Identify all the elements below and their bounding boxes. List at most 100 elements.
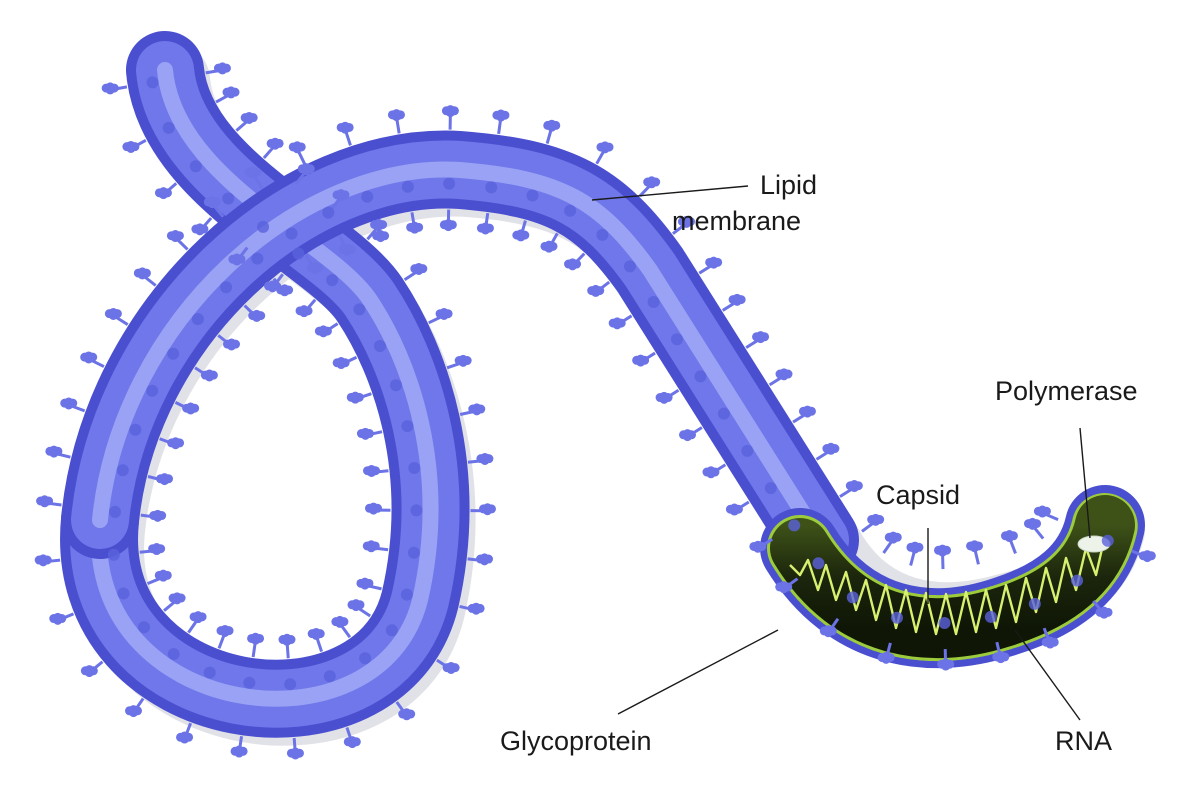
- surface-bump: [322, 206, 335, 219]
- surface-bump: [623, 260, 636, 273]
- glycoprotein-spike: [587, 280, 611, 297]
- surface-bump: [167, 648, 180, 661]
- glycoprotein-spike: [125, 697, 145, 718]
- glycoprotein-spike: [937, 648, 955, 671]
- glycoprotein-spike: [698, 256, 723, 275]
- glycoprotein-spike: [101, 82, 128, 95]
- glycoprotein-spike: [492, 109, 510, 135]
- glycoprotein-spike: [166, 230, 189, 251]
- glycoprotein-spike: [632, 351, 656, 367]
- glycoprotein-spike: [775, 577, 799, 594]
- glycoprotein-spike: [564, 252, 586, 271]
- surface-bump: [443, 177, 456, 190]
- glycoprotein-spike: [679, 426, 703, 442]
- glycoprotein-spike: [278, 633, 296, 659]
- glycoprotein-spike: [49, 612, 75, 625]
- glycoprotein-spike: [543, 119, 561, 144]
- label-polymerase: Polymerase: [995, 376, 1138, 406]
- surface-bump: [1028, 597, 1041, 610]
- glycoprotein-spike: [966, 540, 984, 565]
- glycoprotein-spike: [749, 537, 774, 553]
- glycoprotein-spike: [228, 246, 249, 266]
- glycoprotein-spike: [34, 554, 61, 567]
- glycoprotein-spike: [163, 592, 186, 612]
- surface-bump: [189, 160, 202, 173]
- glycoprotein-spike: [1033, 505, 1059, 522]
- surface-bump: [251, 252, 264, 265]
- surface-bump: [257, 220, 270, 233]
- glycoprotein-spike: [36, 495, 62, 508]
- surface-bump: [107, 548, 120, 561]
- surface-bump: [191, 313, 204, 326]
- glycoprotein-spike: [230, 736, 248, 758]
- glycoprotein-spike: [286, 737, 304, 760]
- label-rna: RNA: [1055, 726, 1112, 756]
- glycoprotein-spike: [203, 196, 225, 218]
- glycoprotein-spike: [247, 632, 265, 658]
- glycoprotein-spike: [459, 602, 485, 615]
- glycoprotein-spike: [725, 500, 750, 516]
- glycoprotein-spike: [140, 509, 167, 522]
- glycoprotein-spike: [470, 503, 496, 516]
- glycoprotein-spike: [1131, 549, 1156, 563]
- glycoprotein-spike: [307, 627, 325, 653]
- glycoprotein-spike: [512, 220, 530, 242]
- glycoprotein-spike: [295, 298, 317, 318]
- leader-lipid-membrane: [591, 185, 749, 201]
- glycoprotein-spike: [906, 541, 924, 566]
- glycoprotein-spike: [205, 62, 231, 75]
- surface-bump: [788, 519, 801, 532]
- leader-rna: [1014, 629, 1081, 721]
- surface-bump: [222, 192, 235, 205]
- label-glycoprotein: Glycoprotein: [500, 726, 652, 756]
- glycoprotein-spike: [217, 334, 241, 351]
- glycoprotein-spike: [372, 220, 390, 243]
- leader-polymerase: [1079, 427, 1091, 539]
- glycoprotein-spike: [839, 480, 863, 498]
- surface-bump: [361, 190, 374, 203]
- surface-bump: [109, 505, 122, 518]
- glycoprotein-spike: [992, 641, 1010, 664]
- glycoprotein-spike: [272, 277, 294, 297]
- surface-bump: [485, 181, 498, 194]
- glycoprotein-spikes: [34, 62, 1156, 760]
- glycoprotein-spike: [294, 163, 315, 185]
- glycoprotein-spike: [815, 442, 840, 461]
- glycoprotein-spike: [216, 624, 234, 649]
- glycoprotein-spike: [595, 141, 614, 165]
- surface-bump: [1101, 534, 1114, 547]
- surface-bump: [596, 228, 609, 241]
- surface-bump: [353, 303, 366, 316]
- surface-bump: [694, 370, 707, 383]
- glycoprotein-spike: [331, 615, 352, 639]
- glycoprotein-spike: [608, 314, 633, 330]
- glycoprotein-spike: [861, 513, 885, 533]
- glycoprotein-spike: [638, 176, 661, 198]
- glycoprotein-spike: [122, 139, 147, 153]
- glycoprotein-spike: [288, 141, 307, 165]
- glycoprotein-spike: [244, 166, 264, 189]
- surface-bump: [385, 624, 398, 637]
- glycoprotein-spike: [176, 722, 194, 744]
- glycoprotein-spike: [934, 544, 952, 570]
- capsid-section: [760, 485, 1145, 669]
- surface-bump: [647, 295, 660, 308]
- surface-bump: [400, 588, 413, 601]
- glycoprotein-spike: [467, 452, 494, 465]
- surface-bump: [564, 204, 577, 217]
- surface-bump: [373, 340, 386, 353]
- surface-bump: [984, 610, 997, 623]
- glycoprotein-spike: [364, 502, 391, 515]
- surface-bump: [717, 407, 730, 420]
- glycoprotein-spike: [187, 611, 207, 634]
- glycoprotein-spike: [436, 658, 460, 674]
- glycoprotein-spike: [540, 232, 559, 253]
- surface-bump: [162, 121, 175, 134]
- surface-bump: [401, 180, 414, 193]
- surface-bump: [292, 247, 305, 260]
- surface-bump: [220, 281, 233, 294]
- glycoprotein-spike: [363, 464, 389, 477]
- surface-bump: [741, 444, 754, 457]
- label-lipid: Lipid: [760, 170, 817, 200]
